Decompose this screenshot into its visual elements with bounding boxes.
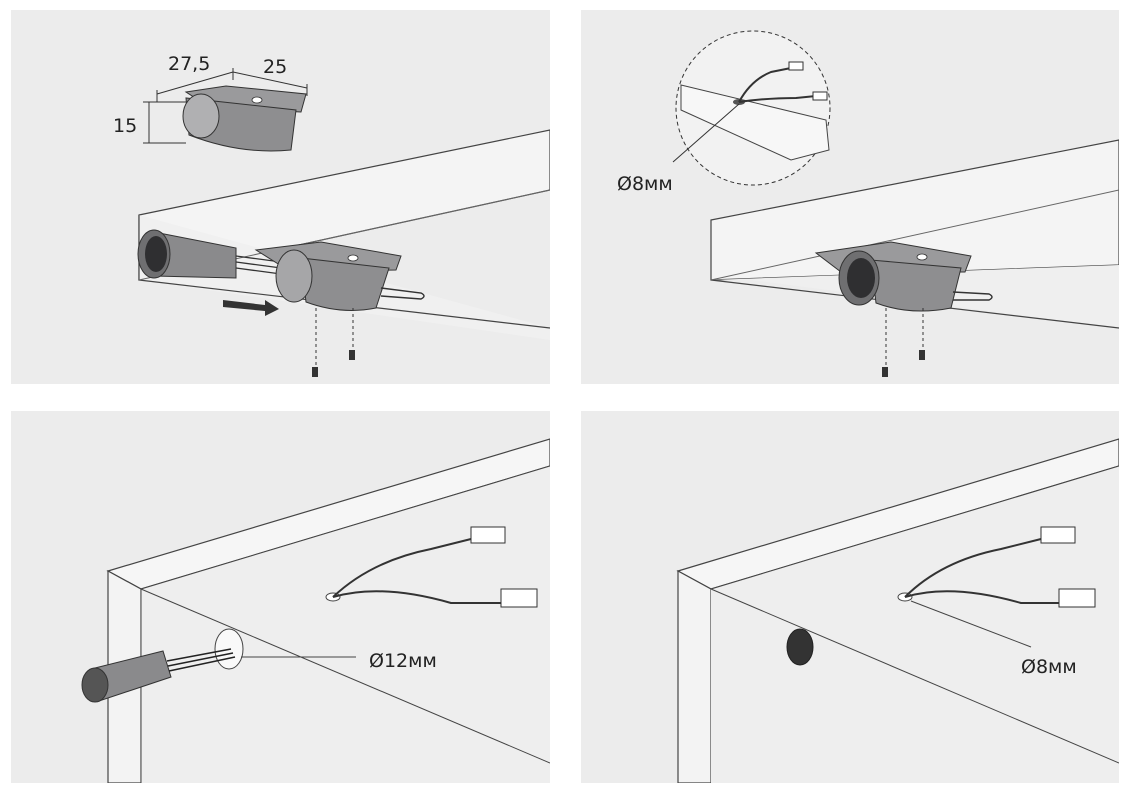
dimension-lines <box>143 68 308 144</box>
dim-height: 15 <box>113 115 137 137</box>
hole-diameter-label: Ø8мм <box>617 173 673 195</box>
sensor-cylinder <box>81 648 236 703</box>
shelf-board <box>710 139 1119 281</box>
screw-icons <box>312 308 355 377</box>
dim-width-left: 27,5 <box>168 53 210 75</box>
flush-sensor <box>786 628 814 666</box>
slide-arrow-icon <box>223 300 279 316</box>
hole-diameter-label: Ø12мм <box>369 650 437 672</box>
sensor-housing-detail <box>182 85 307 152</box>
step-1-panel: 27,5 25 15 <box>11 10 550 384</box>
dim-width-right: 25 <box>263 56 287 78</box>
step-4-panel: Ø8мм <box>581 411 1119 783</box>
mounting-bracket <box>254 241 425 311</box>
step-3-panel: Ø12мм <box>11 411 550 783</box>
step-4-illustration: Ø8мм <box>676 438 1119 783</box>
cabinet-side <box>677 569 712 783</box>
mounted-sensor <box>814 241 993 312</box>
step-3-illustration: Ø12мм <box>81 438 550 783</box>
screw-icons <box>882 308 925 377</box>
step-1-illustration: 27,5 25 15 <box>113 53 550 377</box>
hole-diameter-label: Ø8мм <box>1021 656 1077 678</box>
cable-connectors <box>897 526 1096 648</box>
sensor-cylinder <box>137 229 312 279</box>
detail-zoom-circle <box>672 30 831 186</box>
step-2-panel: Ø8мм <box>581 10 1119 384</box>
cable-connectors <box>325 526 538 608</box>
step-2-illustration: Ø8мм <box>617 30 1119 377</box>
